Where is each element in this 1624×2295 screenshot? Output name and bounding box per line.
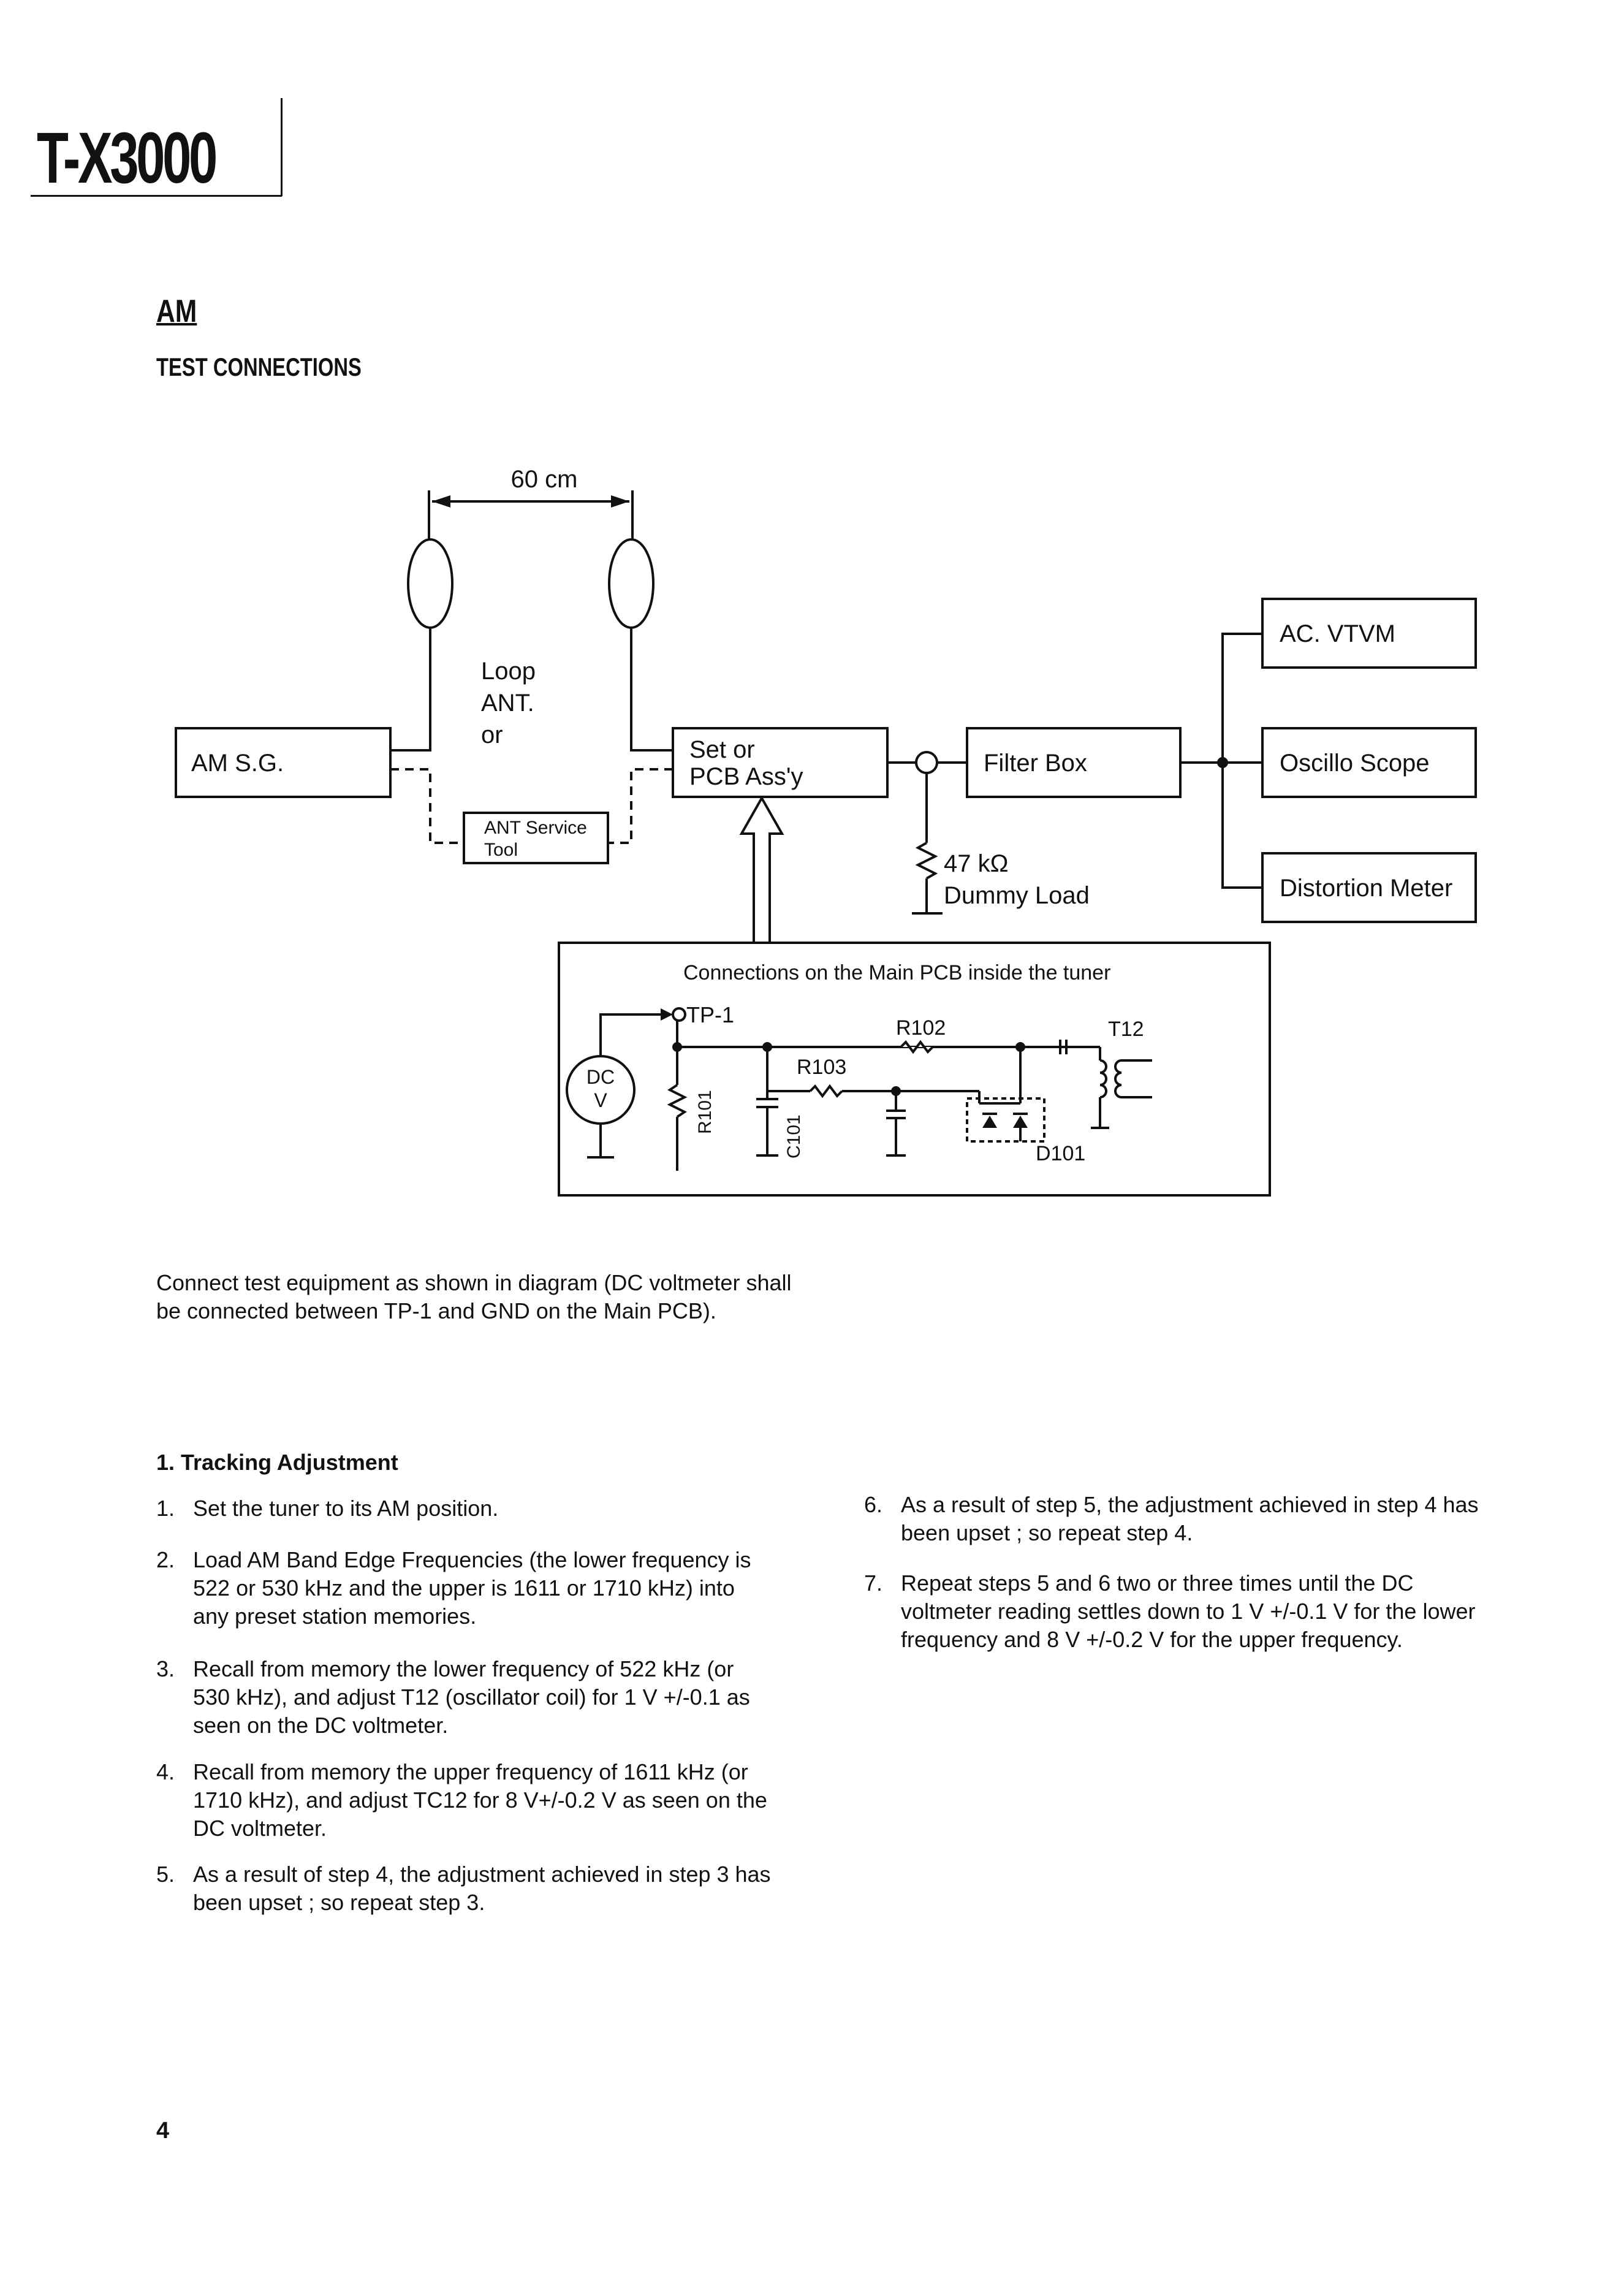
set-pcb-line-2: PCB Ass'y [689, 763, 803, 790]
step-text: Repeat steps 5 and 6 two or three times … [901, 1570, 1476, 1652]
d101-label: D101 [1036, 1142, 1085, 1165]
tp1-terminal [672, 1007, 686, 1022]
loop-antenna-right [608, 538, 655, 629]
loop-antenna-left [407, 538, 453, 629]
t12-transformer: T12 [1091, 1018, 1152, 1129]
distortion-meter-box [1261, 852, 1477, 923]
step-text: Load AM Band Edge Frequencies (the lower… [193, 1547, 751, 1629]
dc-label: DC [586, 1066, 615, 1088]
model-title: T-X3000 [37, 118, 218, 199]
dummy-load-label: Dummy Load [944, 882, 1090, 909]
distance-dimension: 60 cm [428, 466, 634, 539]
filter-box-label: Filter Box [984, 750, 1087, 777]
step-text: Set the tuner to its AM position. [193, 1496, 499, 1521]
r103-resistor: R103 [767, 1056, 979, 1098]
r102-resistor: R102 [896, 1016, 946, 1054]
pcb-caption: Connections on the Main PCB inside the t… [683, 961, 1110, 984]
ac-vtvm-label: AC. VTVM [1280, 620, 1395, 647]
tp1-label: TP-1 [686, 1002, 734, 1027]
loop-ant-line-3: or [481, 721, 503, 748]
r103-label: R103 [797, 1056, 846, 1079]
header-rule-horizontal [31, 195, 282, 197]
r101-label: R101 [695, 1090, 715, 1134]
section-title: AM [156, 294, 197, 329]
step-7: 7. Repeat steps 5 and 6 two or three tim… [864, 1569, 1483, 1654]
header-rule-vertical [281, 98, 283, 196]
step-text: Recall from memory the lower frequency o… [193, 1656, 750, 1738]
loop-ant-label: Loop ANT. or [481, 658, 536, 748]
loop-ant-line-2: ANT. [481, 690, 534, 717]
step-number: 1. [156, 1496, 175, 1521]
step-text: As a result of step 5, the adjustment ac… [901, 1492, 1479, 1545]
procedure-heading: 1. Tracking Adjustment [156, 1450, 398, 1475]
t12-label: T12 [1108, 1018, 1144, 1041]
loop-ant-line-1: Loop [481, 658, 536, 685]
page-number: 4 [156, 2118, 170, 2144]
distance-label: 60 cm [511, 466, 578, 493]
v-label: V [594, 1089, 607, 1111]
step-number: 2. [156, 1547, 175, 1572]
oscillo-scope-box [1261, 727, 1477, 798]
intro-paragraph: Connect test equipment as shown in diagr… [156, 1270, 792, 1323]
step-number: 3. [156, 1656, 175, 1681]
step-number: 6. [864, 1492, 883, 1517]
test-connections-diagram: 60 cm Loop ANT. or AM S.G. ANT Service T… [175, 466, 1477, 1197]
step-1: 1. Set the tuner to its AM position. [156, 1494, 775, 1523]
r101-resistor: R101 [667, 1047, 715, 1171]
step-number: 4. [156, 1759, 175, 1784]
step-6: 6. As a result of step 5, the adjustment… [864, 1491, 1483, 1547]
dummy-load: 47 kΩ Dummy Load [912, 773, 1090, 915]
ant-service-tool-line-1: ANT Service [484, 818, 587, 838]
oscillo-scope-label: Oscillo Scope [1280, 750, 1430, 777]
dummy-load-value: 47 kΩ [944, 850, 1009, 877]
ant-service-tool-box [463, 812, 609, 864]
d101-varactor: D101 [966, 1047, 1085, 1165]
step-4: 4. Recall from memory the upper frequenc… [156, 1758, 775, 1843]
c101-capacitor: C101 [756, 1047, 804, 1159]
set-pcb-line-1: Set or [689, 736, 755, 763]
main-pcb-panel [558, 942, 1271, 1197]
step-3: 3. Recall from memory the lower frequenc… [156, 1655, 775, 1740]
am-sg-label: AM S.G. [191, 750, 284, 777]
step-text: As a result of step 4, the adjustment ac… [193, 1862, 771, 1915]
step-2: 2. Load AM Band Edge Frequencies (the lo… [156, 1546, 775, 1631]
output-node [915, 751, 938, 774]
ant-service-dashed-lines [390, 768, 673, 844]
ant-service-tool-line-2: Tool [484, 840, 518, 860]
subsection-title: TEST CONNECTIONS [156, 352, 362, 381]
ac-vtvm-box [1261, 598, 1477, 669]
r102-label: R102 [896, 1016, 946, 1040]
am-sg-box [175, 727, 392, 798]
step-number: 7. [864, 1570, 883, 1596]
step-5: 5. As a result of step 4, the adjustment… [156, 1860, 775, 1917]
c101-label: C101 [784, 1114, 804, 1159]
distortion-meter-label: Distortion Meter [1280, 875, 1452, 902]
pcb-connection-arrow [739, 795, 784, 944]
step-text: Recall from memory the upper frequency o… [193, 1759, 767, 1841]
step-number: 5. [156, 1862, 175, 1887]
